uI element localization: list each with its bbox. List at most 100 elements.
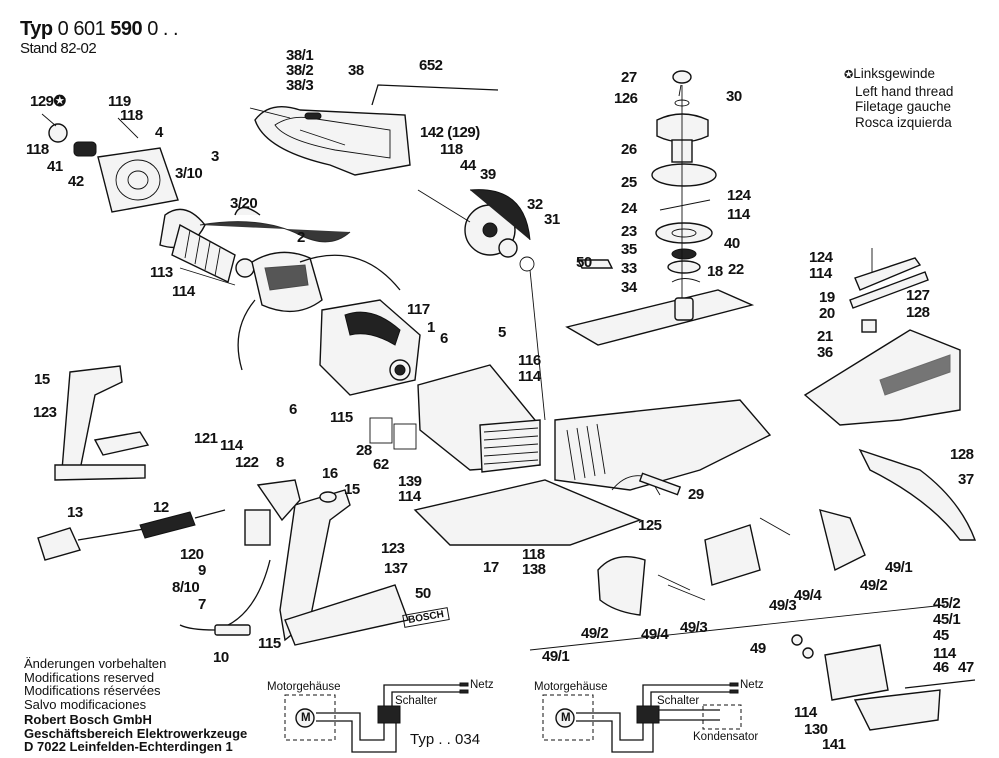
armature-part	[159, 208, 255, 284]
wiring2-motor-symbol: M	[561, 712, 571, 724]
wiring2-capacitor-label: Kondensator	[693, 731, 759, 743]
part-label: 41	[47, 158, 63, 175]
part-label: 115	[258, 635, 281, 652]
part-label: 6	[440, 330, 448, 347]
part-label: 126	[614, 90, 638, 107]
part-label: 38/1	[286, 47, 314, 64]
part-label: 127	[906, 287, 930, 304]
part-label: 125	[638, 517, 662, 534]
part-label: 7	[198, 596, 206, 613]
part-label: 5	[498, 324, 506, 341]
part-label: 9	[198, 562, 206, 579]
part-label: 123	[33, 404, 57, 421]
part-label: 45/1	[933, 611, 961, 628]
part-label: 37	[958, 471, 974, 488]
part-label: 10	[213, 649, 229, 666]
company-name: Robert Bosch GmbH	[24, 712, 152, 727]
part-label: 40	[724, 235, 740, 252]
part-label: 6	[289, 401, 297, 418]
part-label: 114	[220, 437, 243, 454]
part-label: 115	[330, 409, 353, 426]
part-label: 114	[518, 368, 541, 385]
part-label: 45	[933, 627, 949, 644]
part-label: 49/4	[641, 626, 669, 643]
wiring1-motor-symbol: M	[301, 712, 311, 724]
part-label: 121	[194, 430, 218, 447]
part-label: 116	[518, 352, 541, 369]
part-label: 36	[817, 344, 833, 361]
legend-line-es: Rosca izquierda	[855, 114, 952, 130]
belt-cover-part	[249, 106, 411, 176]
part-label: 2	[297, 229, 305, 246]
part-label: 35	[621, 241, 637, 258]
motor-housing-part	[319, 299, 421, 396]
part-label: 49/3	[680, 619, 708, 636]
wiring1-type-label: Typ . . 034	[410, 731, 481, 748]
part-label: 25	[621, 174, 637, 191]
part-label: 113	[150, 264, 173, 281]
wiring2-mains-label: Netz	[740, 679, 764, 691]
cutter-head-part	[529, 509, 946, 651]
part-label: 33	[621, 260, 637, 277]
left-hand-thread-legend: ✪Linksgewinde Left hand thread Filetage …	[844, 66, 953, 130]
part-label: 49/2	[581, 625, 609, 642]
part-label: 3/10	[175, 165, 203, 182]
part-label: 38/3	[286, 77, 314, 94]
wiring2-switch-label: Schalter	[657, 695, 700, 707]
disclaimer-en: Modifications reserved	[24, 669, 155, 685]
part-label: 119	[108, 93, 131, 110]
part-label: 16	[322, 465, 338, 482]
pinion-part	[41, 113, 139, 157]
part-label: 139	[398, 473, 422, 490]
part-label: 38	[348, 62, 364, 79]
part-label: 3/20	[230, 195, 258, 212]
part-label: 652	[419, 57, 443, 74]
disclaimer-es: Salvo modificaciones	[24, 696, 147, 712]
part-label: 49/1	[885, 559, 913, 576]
part-label: 45/2	[933, 595, 961, 612]
blade-clamp-part	[849, 248, 929, 309]
part-label: 49/4	[794, 587, 822, 604]
part-label: 123	[381, 540, 405, 557]
part-label: 118	[26, 141, 49, 158]
wiring1-housing-label: Motorgehäuse	[267, 681, 341, 693]
typ-number-bold: 590	[110, 18, 143, 40]
part-label: 3	[211, 148, 219, 165]
part-label: 114	[809, 265, 832, 282]
part-label: 39	[480, 166, 496, 183]
part-label: 13	[67, 504, 83, 521]
company-division: Geschäftsbereich Elektrowerkzeuge	[24, 725, 248, 741]
part-label: 50	[576, 254, 592, 271]
part-label: 50	[415, 585, 431, 602]
wiring-diagram-2	[542, 682, 742, 753]
part-label: 128	[950, 446, 974, 463]
part-label: 21	[817, 328, 833, 345]
part-label: 62	[373, 456, 389, 473]
part-label: 49/3	[769, 597, 797, 614]
typ-number-suffix: 0 . .	[147, 18, 179, 40]
switch-part	[244, 479, 301, 546]
part-label: 26	[621, 141, 637, 158]
part-label: 18	[707, 263, 723, 280]
wiring2-housing-label: Motorgehäuse	[534, 681, 608, 693]
part-label: 117	[407, 301, 430, 318]
typ-number-prefix: 0 601	[57, 18, 106, 40]
part-label: 24	[621, 200, 637, 217]
part-label: 46	[933, 659, 949, 676]
disclaimer-de: Änderungen vorbehalten	[24, 656, 167, 671]
document-title: Typ 0 601 590 0 . .	[20, 18, 179, 40]
part-label: 8	[276, 454, 284, 471]
part-label: 15	[34, 371, 50, 388]
part-label: 114	[794, 704, 817, 721]
part-label: 1	[427, 319, 435, 336]
wiring1-switch-label: Schalter	[395, 695, 438, 707]
part-label: 141	[822, 736, 846, 753]
part-label: 38/2	[286, 62, 314, 79]
depth-adjust-knob-part	[651, 70, 717, 320]
part-label: 19	[819, 289, 835, 306]
company-address: D 7022 Leinfelden-Echterdingen 1	[24, 739, 233, 754]
grille-housing-part	[369, 364, 541, 473]
power-cord-part	[37, 509, 271, 636]
wiring1-mains-label: Netz	[470, 679, 494, 691]
part-label: 23	[621, 223, 637, 240]
